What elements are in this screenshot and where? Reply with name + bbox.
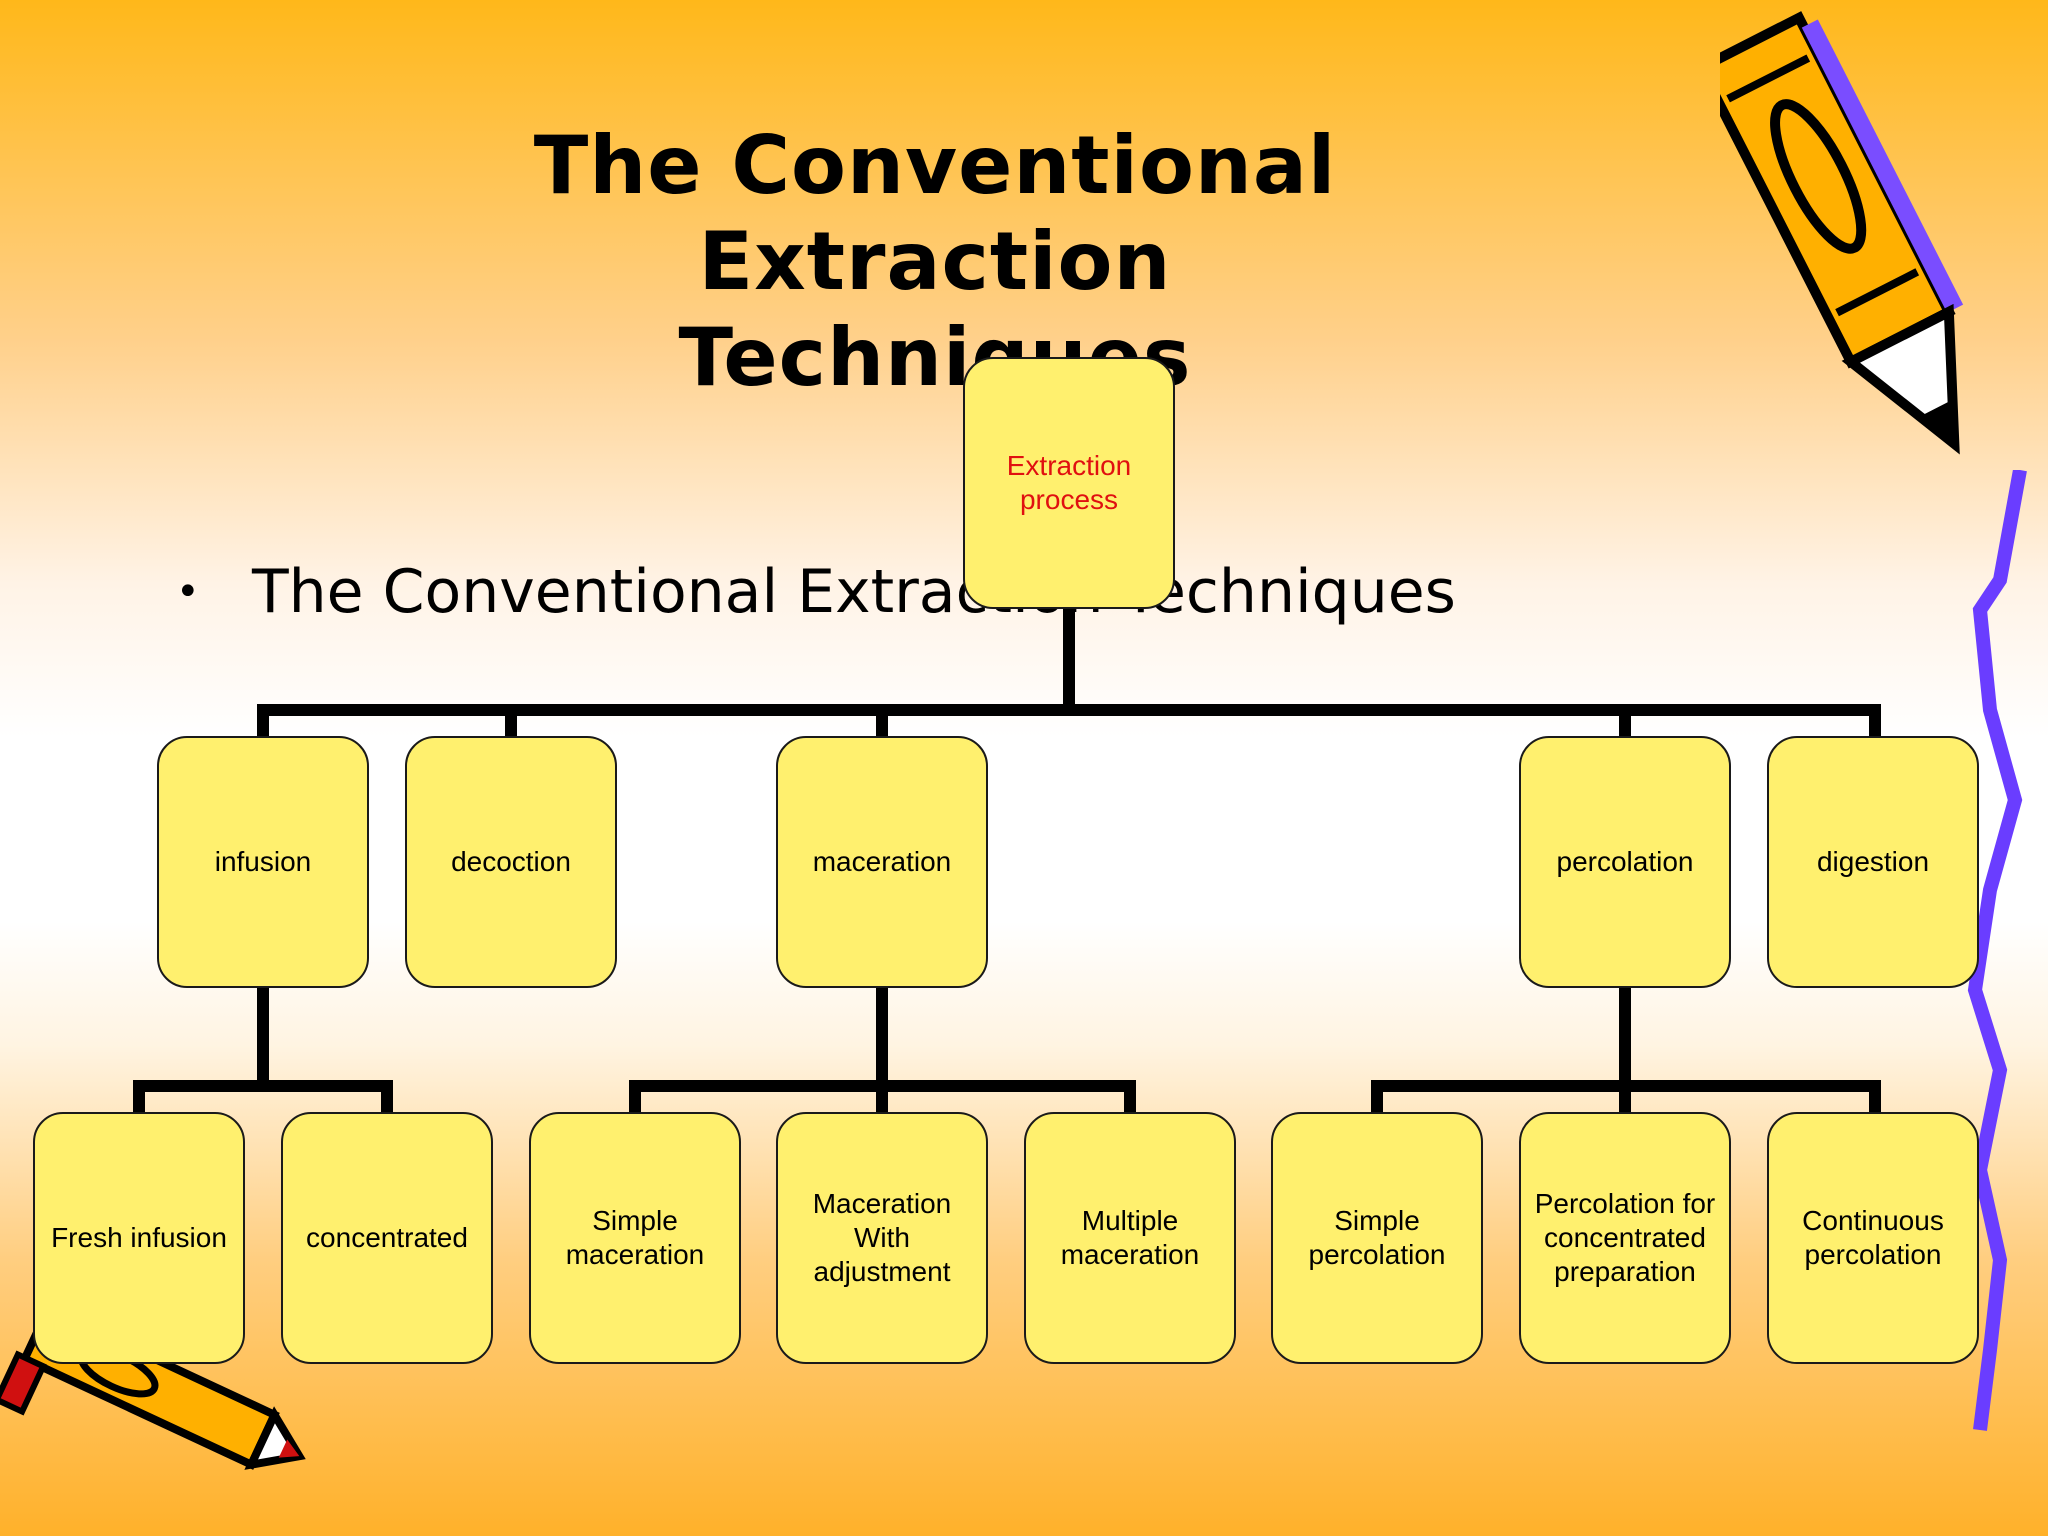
title-line-1: The Conventional Extraction — [533, 119, 1337, 308]
node-percolation-concentrated: Percolation for concentrated preparation — [1519, 1112, 1731, 1364]
node-extraction-process: Extraction process — [963, 357, 1175, 609]
pencil-icon — [1720, 11, 1964, 455]
node-percolation: percolation — [1519, 736, 1731, 988]
node-infusion: infusion — [157, 736, 369, 988]
node-continuous-percolation: Continuous percolation — [1767, 1112, 1979, 1364]
node-maceration-with-adjustment: Maceration With adjustment — [776, 1112, 988, 1364]
slide-title: The Conventional Extraction Techniques — [330, 118, 1540, 406]
node-simple-percolation: Simple percolation — [1271, 1112, 1483, 1364]
bullet-text: The Conventional Extraction Techniques — [252, 557, 1456, 627]
squiggle-decoration — [1967, 470, 2027, 1431]
node-multiple-maceration: Multiple maceration — [1024, 1112, 1236, 1364]
node-digestion: digestion — [1767, 736, 1979, 988]
node-fresh-infusion: Fresh infusion — [33, 1112, 245, 1364]
node-decoction: decoction — [405, 736, 617, 988]
node-simple-maceration: Simple maceration — [529, 1112, 741, 1364]
node-maceration: maceration — [776, 736, 988, 988]
node-concentrated: concentrated — [281, 1112, 493, 1364]
bullet-symbol: • — [176, 569, 200, 615]
